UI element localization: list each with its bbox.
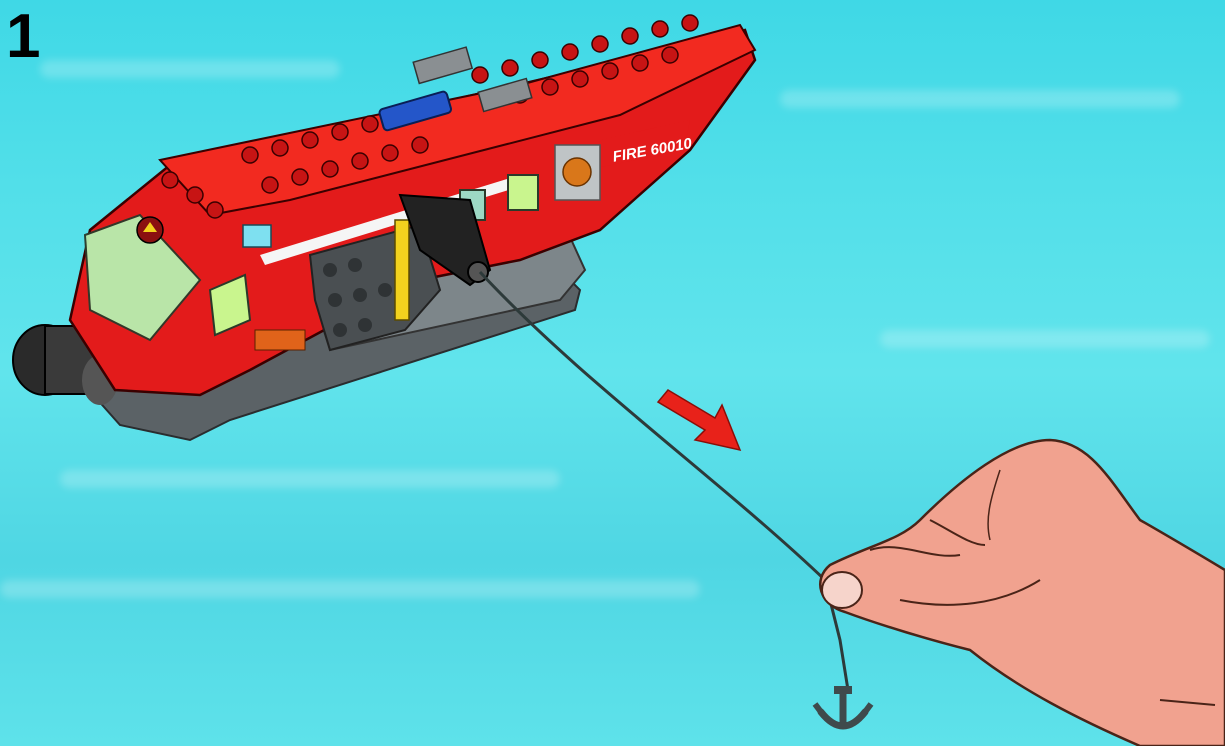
anchor-icon: [815, 686, 871, 726]
hand-illustration: [820, 440, 1225, 746]
arrow-down-right-icon: [658, 390, 740, 450]
fire-boat: FIRE 60010: [13, 15, 755, 440]
winch-rope: [480, 272, 848, 690]
